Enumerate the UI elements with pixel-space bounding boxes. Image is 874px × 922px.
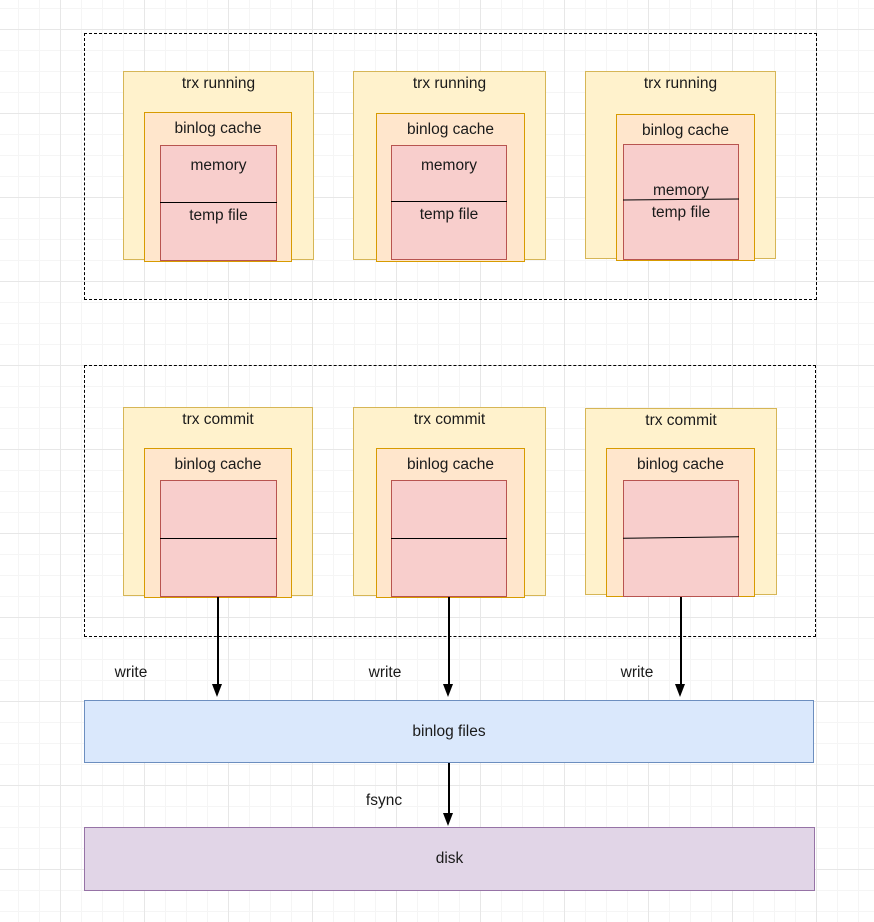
binlog-files-box: binlog files <box>84 700 814 763</box>
binlog-files-label: binlog files <box>412 722 486 740</box>
write-arrow-line <box>217 597 219 684</box>
section-divider <box>391 201 507 202</box>
memory-section: memory <box>653 182 709 199</box>
write-arrow-head-icon <box>443 684 453 697</box>
temp-file-section <box>624 538 738 596</box>
trx-commit-title: trx commit <box>182 411 254 428</box>
write-arrow-line <box>448 597 450 684</box>
section-divider <box>160 538 277 539</box>
trx-running-title: trx running <box>643 75 718 92</box>
cache-sections-box: memory temp file <box>622 144 740 260</box>
fsync-arrow-line <box>448 763 450 813</box>
write-arrow-head-icon <box>675 684 685 697</box>
section-divider <box>160 202 277 203</box>
trx-commit-group-container <box>84 365 816 637</box>
fsync-edge-label: fsync <box>365 792 403 809</box>
write-edge-label: write <box>620 664 654 681</box>
cache-sections-box <box>160 480 277 597</box>
binlog-cache-title: binlog cache <box>174 120 262 137</box>
temp-file-section: temp file <box>419 206 479 223</box>
cache-sections-box <box>622 480 740 597</box>
binlog-cache-title: binlog cache <box>406 121 495 138</box>
trx-commit-title: trx commit <box>413 411 486 428</box>
memory-section: memory <box>421 157 477 174</box>
memory-section: memory <box>190 157 247 174</box>
trx-running-title: trx running <box>412 75 487 92</box>
temp-file-section <box>392 539 506 596</box>
section-divider <box>391 538 507 539</box>
cache-sections-box: memory temp file <box>160 145 277 261</box>
temp-file-section: temp file <box>189 207 248 224</box>
binlog-cache-title: binlog cache <box>636 456 725 473</box>
memory-section <box>161 481 276 539</box>
cache-sections-box <box>391 480 507 597</box>
trx-running-title: trx running <box>181 75 256 92</box>
write-edge-label: write <box>114 664 148 681</box>
binlog-cache-title: binlog cache <box>174 456 262 473</box>
disk-label: disk <box>435 850 464 867</box>
write-arrow-head-icon <box>212 684 222 697</box>
fsync-arrow-head-icon <box>443 813 453 826</box>
temp-file-section <box>161 539 276 596</box>
memory-section <box>624 481 738 538</box>
write-arrow-line <box>680 597 682 684</box>
write-edge-label: write <box>368 664 402 681</box>
trx-running-group-container <box>84 33 817 300</box>
binlog-cache-title: binlog cache <box>406 456 495 473</box>
disk-box: disk <box>84 827 815 891</box>
memory-section <box>392 481 506 539</box>
binlog-cache-title: binlog cache <box>641 122 730 139</box>
cache-sections-box: memory temp file <box>391 145 507 260</box>
temp-file-section: temp file <box>651 204 711 221</box>
trx-commit-title: trx commit <box>645 412 717 429</box>
